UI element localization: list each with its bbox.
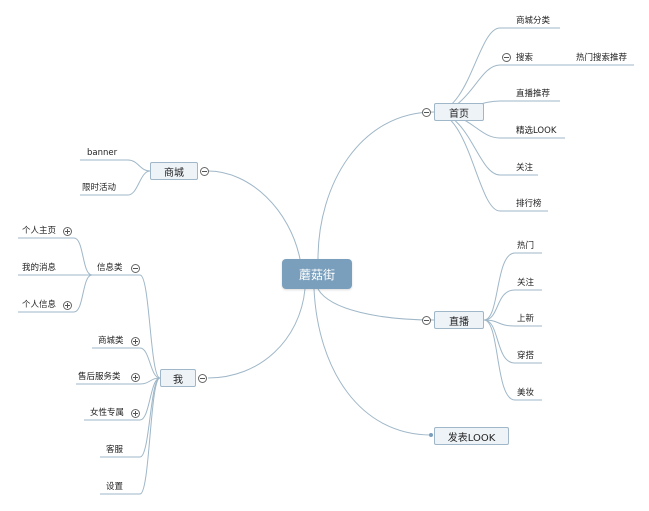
home-child-follow[interactable]: 关注 [516,163,534,173]
live-child-new[interactable]: 上新 [517,314,535,324]
post-look-node[interactable]: 发表LOOK [434,427,509,445]
live-child-hot[interactable]: 热门 [517,241,535,251]
connector-root-live [317,288,435,321]
collapse-icon[interactable] [200,167,209,176]
me-child-female[interactable]: 女性专属 [90,408,125,418]
info-child-messages[interactable]: 我的消息 [22,263,57,273]
me-child-service[interactable]: 客服 [106,445,124,455]
expand-icon[interactable] [63,227,72,236]
connector-end-dot [429,433,433,437]
connector-root-me [207,288,306,379]
collapse-icon[interactable] [422,108,431,117]
live-child-makeup[interactable]: 美妆 [517,388,535,398]
expand-icon[interactable] [131,337,140,346]
expand-icon[interactable] [131,373,140,382]
me-child-info[interactable]: 信息类 [97,263,123,273]
info-child-homepage[interactable]: 个人主页 [22,226,57,236]
collapse-icon[interactable] [502,53,511,62]
collapse-icon[interactable] [422,316,431,325]
mall-children-connectors [80,159,151,196]
connector-root-post [313,288,432,436]
collapse-icon[interactable] [131,264,140,273]
home-child-look[interactable]: 精选LOOK [516,126,557,136]
me-node[interactable]: 我 [160,369,196,387]
mall-child-flash-sale[interactable]: 限时活动 [82,183,117,193]
expand-icon[interactable] [131,409,140,418]
collapse-icon[interactable] [198,374,207,383]
me-children-connectors [76,274,161,495]
root-node[interactable]: 蘑菇街 [282,259,352,289]
me-child-after-sales[interactable]: 售后服务类 [78,372,121,382]
me-child-settings[interactable]: 设置 [106,482,124,492]
home-child-search[interactable]: 搜索 [516,53,534,63]
expand-icon[interactable] [63,301,72,310]
mall-child-banner[interactable]: banner [87,148,118,158]
connector-root-mall [207,170,301,260]
connector-root-home [317,111,435,260]
live-child-outfit[interactable]: 穿搭 [517,351,535,361]
search-child-hot-search[interactable]: 热门搜索推荐 [576,53,628,63]
home-child-ranking[interactable]: 排行榜 [516,199,542,209]
live-child-follow[interactable]: 关注 [517,278,535,288]
info-children-connectors [18,237,93,313]
me-child-mall[interactable]: 商城类 [98,336,124,346]
mall-node[interactable]: 商城 [150,162,198,180]
home-child-mall-category[interactable]: 商城分类 [516,16,551,26]
info-child-profile[interactable]: 个人信息 [22,300,57,310]
live-children-connectors [483,252,542,401]
live-node[interactable]: 直播 [434,311,484,329]
home-child-live-recommend[interactable]: 直播推荐 [516,89,551,99]
home-node[interactable]: 首页 [434,103,484,121]
